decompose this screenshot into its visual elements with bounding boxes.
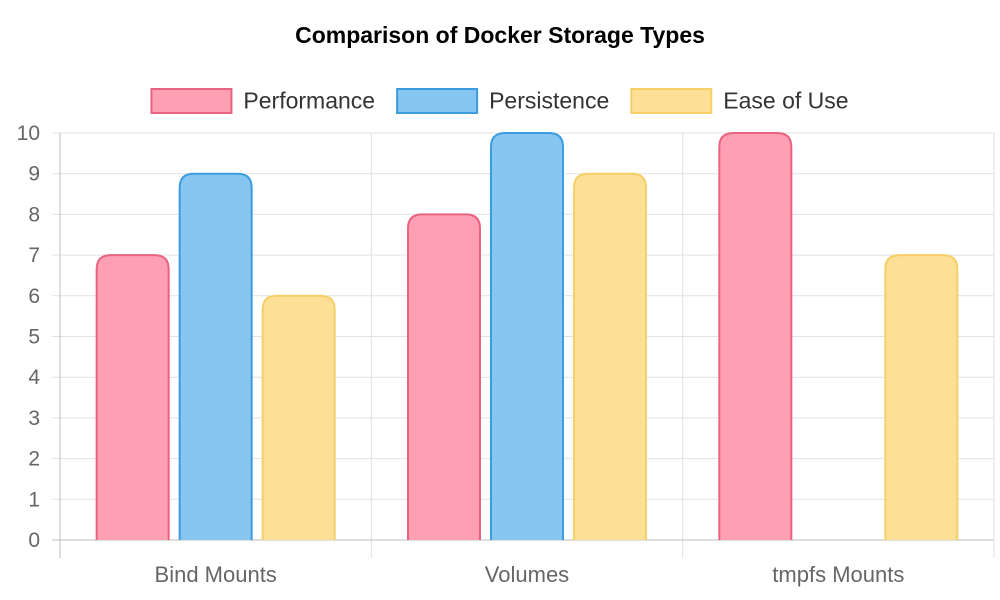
chart-title: Comparison of Docker Storage Types (295, 22, 705, 48)
bar-performance[interactable] (719, 133, 792, 540)
x-category-label: Bind Mounts (155, 562, 277, 587)
bars (95, 132, 959, 540)
y-tick-label: 6 (28, 285, 40, 308)
legend-label: Persistence (489, 88, 609, 114)
bar-outline (573, 172, 647, 540)
legend-label: Ease of Use (723, 88, 848, 114)
y-axis-ticks: 0 1 2 3 4 5 6 7 8 9 10 (17, 122, 41, 552)
x-category-label: Volumes (485, 562, 569, 587)
y-tick-label: 1 (28, 488, 40, 511)
x-axis-labels: Bind Mounts Volumes tmpfs Mounts (155, 562, 905, 587)
bar-ease-of-use[interactable] (262, 295, 335, 540)
y-tick-label: 5 (28, 326, 40, 349)
y-tick-label: 0 (28, 529, 40, 552)
bar-outline (261, 294, 336, 540)
x-category-label: tmpfs Mounts (772, 562, 904, 587)
bar-outline (490, 132, 564, 540)
legend-item-ease-of-use[interactable]: Ease of Use (630, 88, 849, 114)
y-tick-label: 9 (28, 163, 40, 186)
legend-swatch (150, 88, 233, 114)
bar-outline (95, 254, 170, 540)
legend-swatch (630, 88, 713, 114)
bar-outline (884, 254, 959, 540)
bar-ease-of-use[interactable] (885, 255, 958, 540)
bar-outline (407, 213, 481, 540)
y-tick-label: 4 (28, 366, 40, 389)
y-tick-label: 2 (28, 448, 40, 471)
legend-label: Performance (243, 88, 375, 114)
bar-performance[interactable] (408, 214, 480, 540)
y-tick-label: 10 (17, 122, 40, 145)
legend-item-persistence[interactable]: Persistence (396, 88, 609, 114)
y-tick-label: 3 (28, 407, 40, 430)
bar-persistence[interactable] (179, 173, 252, 540)
bar-performance[interactable] (96, 255, 169, 540)
bar-persistence[interactable] (491, 133, 563, 540)
bar-ease-of-use[interactable] (574, 173, 646, 540)
y-tick-label: 7 (28, 244, 40, 267)
y-tick-label: 8 (28, 203, 40, 226)
legend-item-performance[interactable]: Performance (150, 88, 375, 114)
legend[interactable]: Performance Persistence Ease of Use (150, 88, 849, 114)
legend-swatch (396, 88, 479, 114)
bar-outline (718, 132, 793, 540)
bar-outline (178, 172, 253, 540)
